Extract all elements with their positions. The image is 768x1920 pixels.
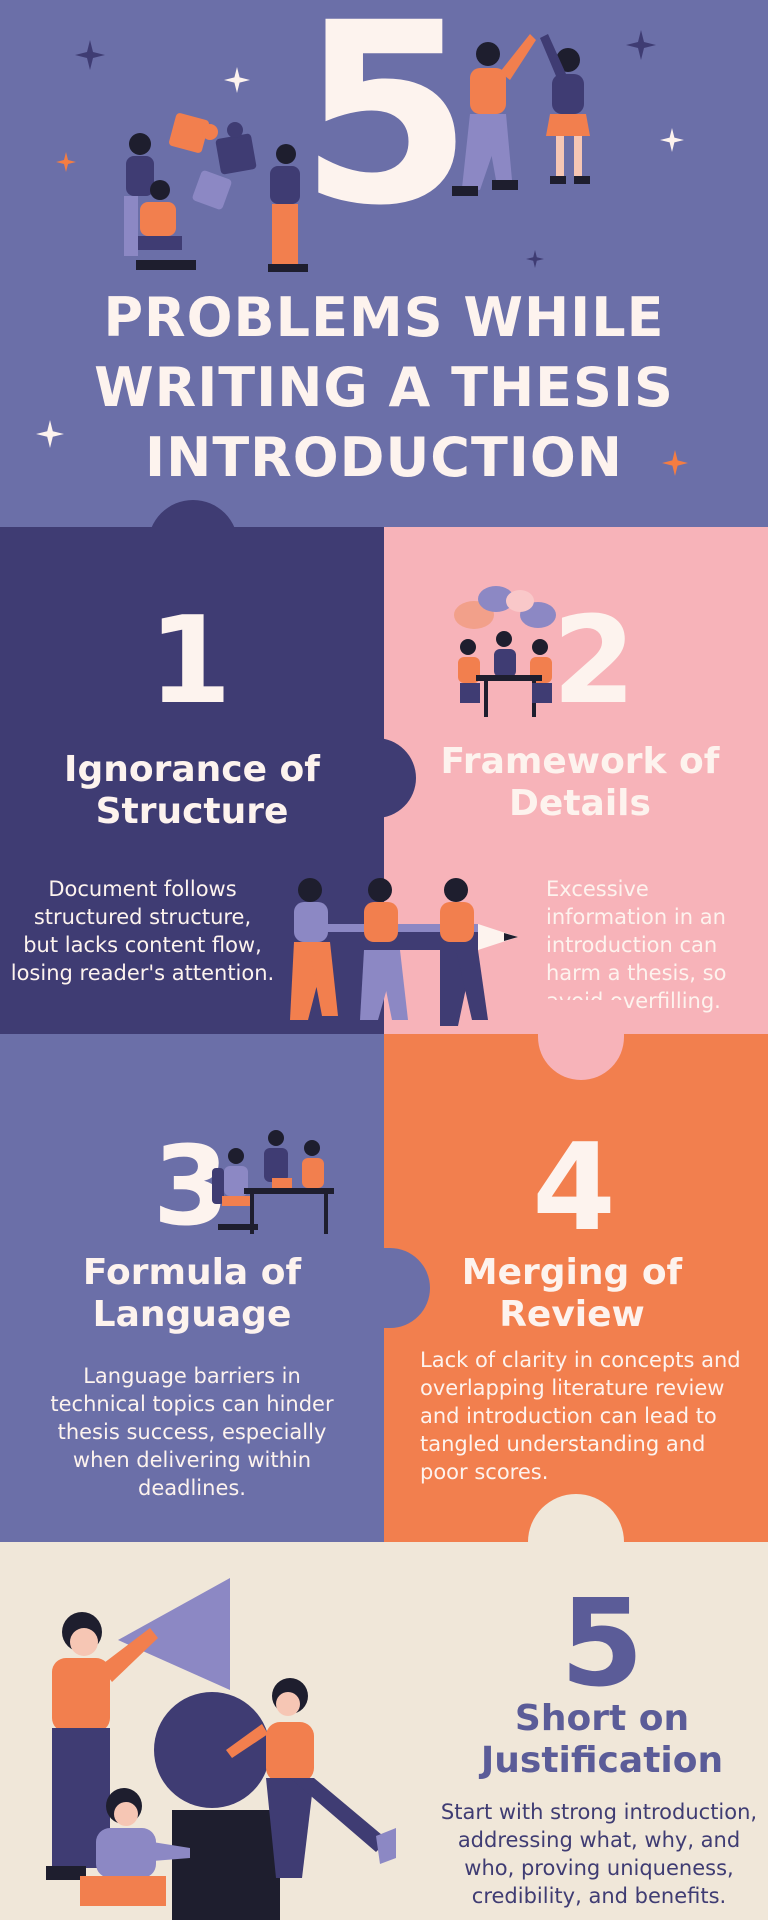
description-line: tangled understanding and	[420, 1432, 706, 1456]
description-line: when delivering within	[72, 1448, 312, 1472]
hero-section: 5 PROBLEMS WHILE WRI	[0, 0, 768, 527]
puzzle-team-illustration	[124, 113, 308, 272]
problem-title: Merging of Review	[400, 1252, 744, 1336]
hero-title-line: INTRODUCTION	[145, 426, 623, 489]
problem-description: Document follows structured structure, b…	[0, 875, 285, 987]
description-line: Language barriers in	[83, 1364, 301, 1388]
description-line: information in an	[546, 905, 726, 929]
description-line: Excessive	[546, 877, 649, 901]
description-line: harm a thesis, so	[546, 961, 727, 985]
problem-number: 1	[148, 592, 232, 731]
description-line: Start with strong introduction,	[440, 1800, 758, 1824]
description-line: Document follows	[48, 877, 237, 901]
sparkle-icon	[626, 30, 656, 60]
problem-title-line: Merging of	[461, 1252, 683, 1293]
description-line: structured structure,	[33, 905, 252, 929]
problem-4-panel: 4 Merging of Review Lack of clarity in c…	[384, 1034, 768, 1542]
problem-title: Ignorance of Structure	[20, 749, 364, 833]
problem-title: Formula of Language	[20, 1252, 364, 1336]
description-line: addressing what, why, and	[457, 1828, 741, 1852]
description-line: who, proving uniqueness,	[464, 1856, 734, 1880]
shapes-team-illustration	[46, 1578, 396, 1920]
problem-2-panel: 2 Framework of Details Excessive informa…	[384, 527, 768, 1034]
description-line: and introduction can lead to	[420, 1404, 717, 1428]
description-line: thesis success, especially	[57, 1420, 327, 1444]
problem-title-line: Ignorance of	[64, 749, 320, 790]
problem-title-line: Framework of	[440, 741, 720, 782]
puzzle-knob	[538, 1000, 624, 1080]
desk-team-illustration	[212, 1130, 334, 1234]
description-line: poor scores.	[420, 1460, 549, 1484]
description-line: technical topics can hinder	[50, 1392, 334, 1416]
puzzle-knob	[356, 1248, 430, 1328]
problem-title-line: Short on	[514, 1698, 690, 1739]
description-line: losing reader's attention.	[10, 961, 275, 985]
sparkle-icon	[36, 420, 64, 448]
high-five-illustration	[452, 34, 590, 196]
problem-number: 5	[560, 1575, 644, 1714]
problem-5-panel: 5 Short on Justification Start with stro…	[0, 1542, 768, 1920]
sparkle-icon	[75, 40, 105, 70]
problem-description: Excessive information in an introduction…	[546, 875, 766, 1015]
sparkle-icon	[224, 67, 250, 93]
sparkle-icon	[56, 152, 76, 172]
hero-number: 5	[299, 0, 473, 260]
sparkle-icon	[660, 128, 684, 152]
description-line: overlapping literature review	[420, 1376, 725, 1400]
problem-title: Short on Justification	[430, 1698, 768, 1782]
description-line: deadlines.	[138, 1476, 246, 1500]
problem-title-line: Justification	[480, 1740, 724, 1781]
problem-description: Start with strong introduction, addressi…	[430, 1798, 768, 1910]
description-line: credibility, and benefits.	[471, 1884, 727, 1908]
hero-title-line: WRITING A THESIS	[94, 356, 674, 419]
problem-number: 2	[552, 592, 636, 731]
problem-title-line: Structure	[95, 791, 289, 832]
problem-number: 4	[532, 1119, 616, 1258]
problem-title-line: Details	[509, 783, 651, 824]
problem-title-line: Review	[499, 1294, 645, 1335]
problem-3-panel: 3 Formula of Language Language barriers …	[0, 1034, 384, 1542]
problem-description: Lack of clarity in concepts and overlapp…	[420, 1346, 756, 1486]
problem-title: Framework of Details	[408, 741, 752, 825]
meeting-illustration	[454, 586, 556, 717]
problem-title-line: Formula of	[82, 1252, 302, 1293]
hero-title-line: PROBLEMS WHILE	[103, 286, 665, 349]
description-line: introduction can	[546, 933, 718, 957]
description-line: but lacks content flow,	[23, 933, 262, 957]
sparkle-icon	[662, 450, 688, 476]
pencil-team-illustration	[290, 878, 518, 1026]
sparkle-icon	[526, 250, 544, 268]
description-line: Lack of clarity in concepts and	[420, 1348, 741, 1372]
problem-description: Language barriers in technical topics ca…	[20, 1362, 364, 1502]
problem-title-line: Language	[92, 1294, 292, 1335]
